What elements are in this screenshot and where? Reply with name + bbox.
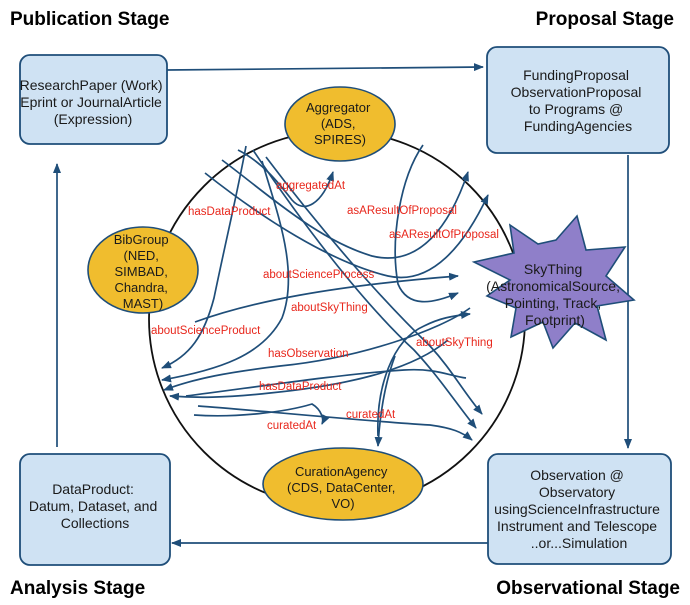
flow-asAResultOfProposal-2 <box>204 172 489 279</box>
flow-aboutScienceProcess <box>194 272 459 323</box>
flow-curatedAt-right <box>374 355 396 447</box>
observation-line-2: Observatory <box>539 484 615 500</box>
flow-hasDataProduct-top <box>161 145 247 369</box>
relation-aboutScienceProcess: aboutScienceProcess <box>263 269 374 281</box>
research-line-2: Eprint or JournalArticle <box>20 94 162 110</box>
flow-asAResultOfProposal-1 <box>221 159 469 259</box>
flow-aggregatedAt <box>237 149 334 208</box>
relation-aboutSkyThing-2: aboutSkyThing <box>416 337 493 349</box>
aggregator-line-3: SPIRES) <box>314 132 366 147</box>
curation-line-1: CurationAgency <box>295 464 388 479</box>
flow-curatedAt-left <box>193 403 330 425</box>
dataproduct-line-2: Datum, Dataset, and <box>29 498 157 514</box>
skything-line-2: (AstronomicalSource, <box>486 278 620 294</box>
skything-line-1: SkyThing <box>524 261 582 277</box>
research-line-3: (Expression) <box>54 111 133 127</box>
dataproduct-line-3: Collections <box>61 515 129 531</box>
observation-line-1: Observation @ <box>530 467 624 483</box>
relation-aggregatedAt: aggregatedAt <box>276 180 346 192</box>
flow-aboutSkyThing-2 <box>377 311 471 437</box>
flow-aboutScienceProduct <box>161 160 290 383</box>
flow-sweep-mid <box>185 368 467 397</box>
svg-text:Aggregator (ADS, S: Aggregator (ADS, SPIRES) <box>306 100 374 147</box>
flow-hasObservation <box>163 307 471 391</box>
research-line-1: ResearchPaper (Work) <box>20 77 163 93</box>
flow-hasDataProduct-bottom <box>169 339 449 401</box>
svg-text:Observation @ Observator: Observation @ Observatory usingScienceIn… <box>494 467 664 551</box>
svg-text:ResearchPaper (Work) Epr: ResearchPaper (Work) Eprint or JournalAr… <box>20 77 167 127</box>
aggregator-line-2: (ADS, <box>321 116 356 131</box>
arrow-research-to-funding <box>166 63 484 72</box>
skything-line-4: Footprint) <box>525 312 585 328</box>
flow-curves <box>161 144 489 447</box>
svg-text:SkyThing (AstronomicalSo: SkyThing (AstronomicalSource, Pointing, … <box>486 261 624 328</box>
bibgroup-node: BibGroup (NED, SIMBAD, Chandra, MAST) <box>87 226 199 314</box>
flow-aboutSkyThing-1 <box>394 144 459 303</box>
flow-diagonal-1 <box>252 149 477 429</box>
flow-diagonal-2 <box>265 156 483 415</box>
relation-hasDataProduct-bottom: hasDataProduct <box>259 381 342 393</box>
bibgroup-line-1: BibGroup <box>114 232 169 247</box>
research-paper-box: ResearchPaper (Work) Eprint or JournalAr… <box>19 54 168 145</box>
funding-proposal-box: FundingProposal ObservationProposal to P… <box>486 46 670 154</box>
bibgroup-line-2: (NED, <box>123 248 158 263</box>
publication-stage-label: Publication Stage <box>10 9 169 30</box>
bibgroup-line-4: Chandra, <box>114 280 167 295</box>
dataproduct-line-1: DataProduct: <box>52 481 134 497</box>
svg-text:BibGroup (NED, SIM: BibGroup (NED, SIMBAD, Chandra, MAST) <box>114 232 173 311</box>
funding-line-4: FundingAgencies <box>524 118 632 134</box>
relation-hasObservation: hasObservation <box>268 348 349 360</box>
curation-line-3: VO) <box>331 496 354 511</box>
funding-line-3: to Programs @ <box>529 101 623 117</box>
relation-asAResultOfProposal-1: asAResultOfProposal <box>347 205 457 217</box>
svg-text:FundingProposal Observat: FundingProposal ObservationProposal to P… <box>511 67 646 134</box>
skything-node: SkyThing (AstronomicalSource, Pointing, … <box>471 214 636 350</box>
relation-curatedAt-right: curatedAt <box>346 409 396 421</box>
funding-line-1: FundingProposal <box>523 67 629 83</box>
observational-stage-label: Observational Stage <box>496 578 680 599</box>
bibgroup-line-3: SIMBAD, <box>114 264 167 279</box>
aggregator-node: Aggregator (ADS, SPIRES) <box>284 86 396 162</box>
observation-box: Observation @ Observatory usingScienceIn… <box>487 453 672 565</box>
aggregator-line-1: Aggregator <box>306 100 371 115</box>
observation-line-4: Instrument and Telescope <box>497 518 657 534</box>
curation-agency-node: CurationAgency (CDS, DataCenter, VO) <box>262 447 424 521</box>
skything-line-3: Pointing, Track, <box>505 295 602 311</box>
proposal-stage-label: Proposal Stage <box>536 9 674 30</box>
analysis-stage-label: Analysis Stage <box>10 578 145 599</box>
relation-curatedAt-left: curatedAt <box>267 420 317 432</box>
flow-sweep-lower <box>197 405 473 441</box>
dataproduct-box: DataProduct: Datum, Dataset, and Collect… <box>19 453 171 566</box>
funding-line-2: ObservationProposal <box>511 84 642 100</box>
curation-line-2: (CDS, DataCenter, <box>287 480 395 495</box>
bibgroup-line-5: MAST) <box>123 296 163 311</box>
relation-aboutSkyThing-1: aboutSkyThing <box>291 302 368 314</box>
relation-hasDataProduct-top: hasDataProduct <box>188 206 271 218</box>
svg-text:DataProduct: Datum, Data: DataProduct: Datum, Dataset, and Collect… <box>29 481 161 531</box>
svg-text:CurationAgency (CDS, Dat: CurationAgency (CDS, DataCenter, VO) <box>287 464 399 511</box>
observation-line-5: ..or...Simulation <box>531 535 628 551</box>
observation-line-3: usingScienceInfrastructure <box>494 501 660 517</box>
relation-asAResultOfProposal-2: asAResultOfProposal <box>389 229 499 241</box>
relation-aboutScienceProduct: aboutScienceProduct <box>151 325 261 337</box>
